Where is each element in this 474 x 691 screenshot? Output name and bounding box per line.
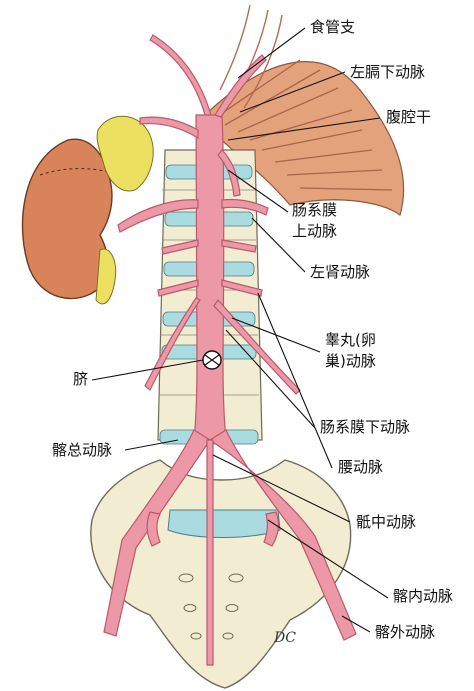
aorta (103, 34, 357, 666)
leader-common-iliac (124, 439, 179, 451)
label-left-renal: 左肾动脉 (310, 263, 370, 281)
leader-internal-iliac (267, 519, 389, 599)
umbilicus-marker (202, 350, 222, 370)
leader-external-iliac (341, 615, 371, 633)
label-internal-iliac: 髂内动脉 (393, 587, 453, 605)
label-umbilicus: 脐 (73, 370, 88, 388)
label-common-iliac: 髂总动脉 (52, 441, 112, 459)
leader-left-inferior-phrenic (239, 71, 346, 113)
label-external-iliac: 髂外动脉 (375, 623, 435, 641)
leader-umbilicus (91, 359, 204, 381)
leader-lines (91, 27, 389, 633)
leader-superior-mesenteric (227, 169, 289, 213)
label-lumbar: 腰动脉 (338, 458, 383, 476)
leader-inferior-mesenteric (225, 329, 316, 429)
leader-celiac-trunk (227, 117, 381, 141)
label-inferior-mesenteric: 肠系膜下动脉 (320, 418, 410, 436)
label-esophageal: 食管支 (310, 18, 355, 36)
label-gonadal-line2: 巢)动脉 (325, 352, 376, 370)
diaphragm-muscle (199, 4, 405, 217)
leader-esophageal (237, 27, 306, 79)
labels: 食管支 左膈下动脉 腹腔干 肠系膜 上动脉 左肾动脉 睾丸(卵 巢)动脉 脐 肠… (52, 18, 453, 641)
label-superior-mesenteric-line2: 上动脉 (292, 222, 337, 240)
label-superior-mesenteric-line1: 肠系膜 (292, 201, 337, 219)
leader-median-sacral (212, 454, 351, 523)
label-median-sacral: 骶中动脉 (356, 513, 416, 531)
signature: DC (273, 630, 296, 646)
label-celiac-trunk: 腹腔干 (386, 108, 431, 126)
leader-lumbar (257, 292, 333, 469)
label-gonadal-line1: 睾丸(卵 (325, 331, 376, 349)
label-left-inferior-phrenic: 左膈下动脉 (350, 63, 425, 81)
adrenal-fat (95, 115, 154, 305)
leader-left-renal (251, 217, 306, 273)
